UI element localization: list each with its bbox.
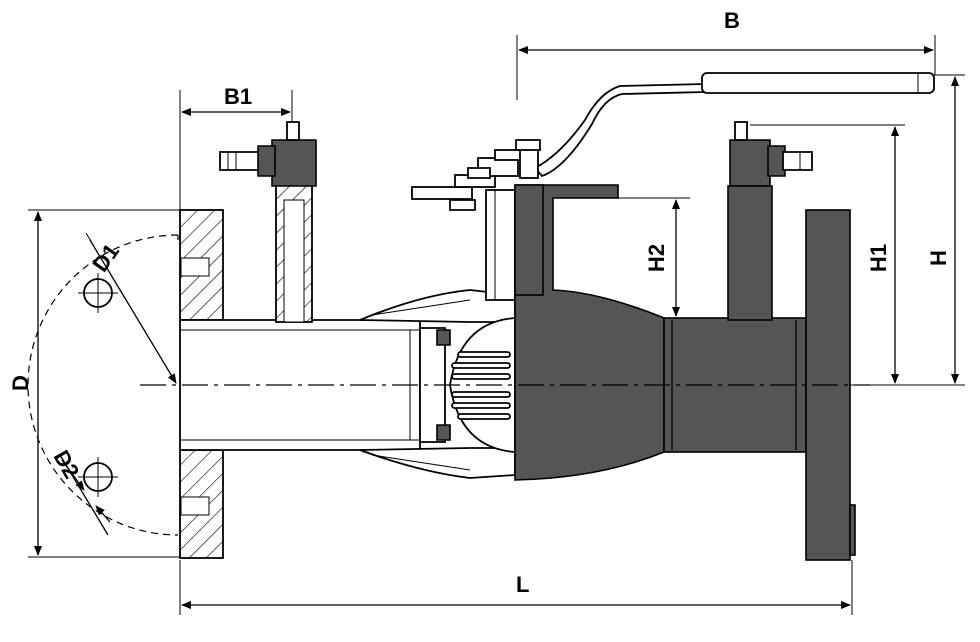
handle-lever xyxy=(515,72,935,179)
left-drain-tap xyxy=(219,121,317,323)
label-h2: H2 xyxy=(644,244,669,272)
right-drain-tap xyxy=(727,121,813,321)
stem-assembly xyxy=(411,149,526,301)
label-h1: H1 xyxy=(866,244,891,272)
ball-slots xyxy=(451,351,511,420)
dimension-lines xyxy=(28,35,965,615)
valve-body xyxy=(514,184,807,481)
label-l: L xyxy=(516,572,529,597)
label-b: B xyxy=(724,8,740,33)
label-h: H xyxy=(926,250,951,266)
label-b1: B1 xyxy=(224,84,252,109)
bolt-circle xyxy=(27,234,179,536)
label-d: D xyxy=(8,375,33,391)
